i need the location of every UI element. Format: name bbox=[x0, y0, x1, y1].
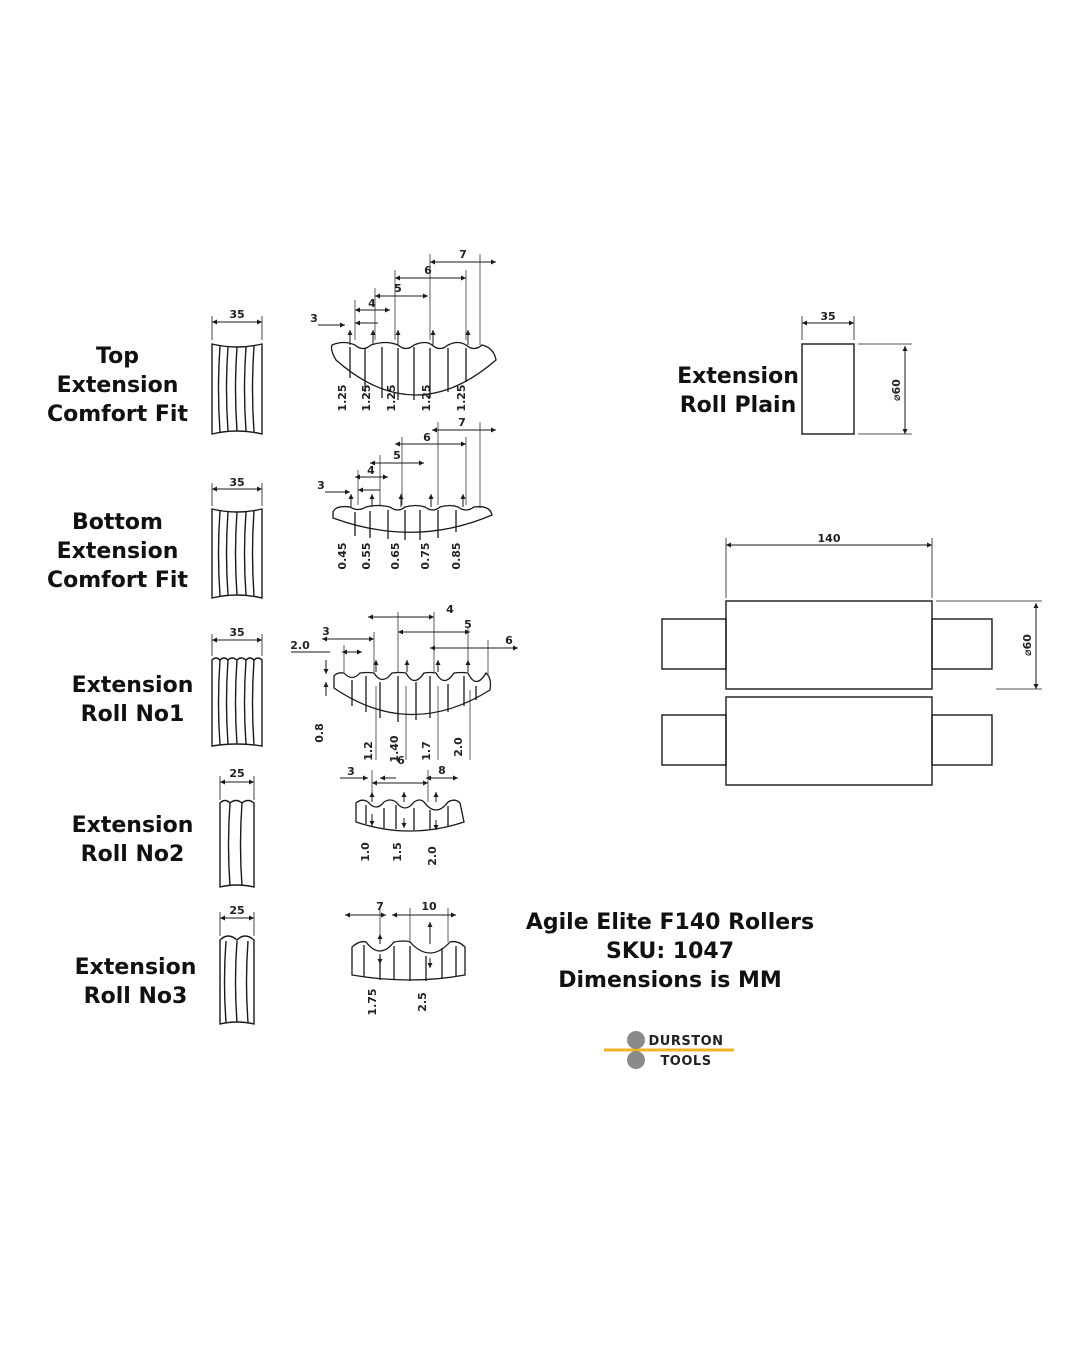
label-line: Comfort Fit bbox=[47, 568, 188, 593]
label-line: Roll No3 bbox=[83, 984, 188, 1009]
bottom-depth-dim: 0.45 bbox=[336, 542, 349, 569]
top-depth-dim: 1.25 bbox=[420, 384, 433, 411]
no2-roll-side-view bbox=[219, 776, 255, 888]
label-line: Extension bbox=[71, 813, 194, 838]
no3-width-dim: 25 bbox=[229, 904, 244, 917]
top-roll-side-view bbox=[211, 316, 263, 435]
label-line: Extension bbox=[74, 955, 197, 980]
no1-depth-dim: 1.2 bbox=[362, 741, 375, 761]
logo-line1: DURSTON bbox=[648, 1034, 723, 1049]
label-line: Comfort Fit bbox=[47, 402, 188, 427]
no3-roll-side-view bbox=[219, 912, 255, 1025]
logo-line2: TOOLS bbox=[660, 1054, 711, 1069]
label-extension-roll-no2: Extension Roll No2 bbox=[60, 811, 205, 869]
top-depth-dim: 1.25 bbox=[360, 384, 373, 411]
no1-h-dim: 6 bbox=[505, 634, 513, 647]
label-line: Bottom bbox=[72, 510, 163, 535]
bottom-depth-dim: 0.65 bbox=[389, 542, 402, 569]
label-line: Extension bbox=[56, 539, 179, 564]
bottom-profile-section bbox=[325, 422, 496, 540]
label-extension-roll-plain: Extension Roll Plain bbox=[668, 362, 808, 420]
label-line: Roll Plain bbox=[679, 393, 797, 418]
bottom-h-dim: 7 bbox=[458, 416, 466, 429]
no1-h-dim: 5 bbox=[464, 618, 472, 631]
no3-depth-dim: 1.75 bbox=[366, 988, 379, 1015]
no1-roll-side-view bbox=[211, 634, 263, 747]
no2-h-dim: 3 bbox=[347, 765, 355, 778]
product-units: Dimensions is MM bbox=[558, 968, 782, 993]
top-profile-section bbox=[318, 254, 497, 400]
top-depth-dim: 1.25 bbox=[385, 384, 398, 411]
label-extension-roll-no3: Extension Roll No3 bbox=[63, 953, 208, 1011]
label-line: Extension bbox=[677, 364, 799, 389]
bottom-depth-dim: 0.85 bbox=[450, 542, 463, 569]
top-h-dim: 6 bbox=[424, 264, 432, 277]
bottom-depth-dim: 0.75 bbox=[419, 542, 432, 569]
top-h-dim: 3 bbox=[310, 312, 318, 325]
top-h-dim: 7 bbox=[459, 248, 467, 261]
product-sku: SKU: 1047 bbox=[605, 939, 735, 964]
label-line: Roll No2 bbox=[80, 842, 185, 867]
durston-tools-logo: DURSTON TOOLS bbox=[604, 1031, 734, 1069]
plain-diameter-dim: ⌀60 bbox=[890, 379, 903, 401]
bottom-h-dim: 4 bbox=[367, 464, 375, 477]
top-h-dim: 5 bbox=[394, 282, 402, 295]
top-depth-dim: 1.25 bbox=[336, 384, 349, 411]
no1-h-dim: 2.0 bbox=[290, 639, 310, 652]
plain-roll-view bbox=[801, 316, 912, 435]
product-name: Agile Elite F140 Rollers bbox=[525, 910, 815, 935]
label-top-extension-comfort-fit: Top Extension Comfort Fit bbox=[40, 342, 195, 429]
roller-assembly-view bbox=[661, 538, 1042, 786]
label-line: Top bbox=[96, 344, 139, 369]
label-line: Roll No1 bbox=[80, 702, 185, 727]
top-width-dim: 35 bbox=[229, 308, 244, 321]
no1-depth-dim: 1.40 bbox=[388, 735, 401, 762]
assembly-length-dim: 140 bbox=[818, 532, 841, 545]
bottom-depth-dim: 0.55 bbox=[360, 542, 373, 569]
assembly-diameter-dim: ⌀60 bbox=[1021, 634, 1034, 656]
label-line: Extension bbox=[56, 373, 179, 398]
bottom-width-dim: 35 bbox=[229, 476, 244, 489]
plain-width-dim: 35 bbox=[820, 310, 835, 323]
no1-width-dim: 35 bbox=[229, 626, 244, 639]
no3-profile-section bbox=[345, 908, 466, 981]
no2-depth-dim: 1.5 bbox=[391, 842, 404, 862]
no2-profile-section bbox=[340, 770, 465, 832]
bottom-h-dim: 5 bbox=[393, 449, 401, 462]
label-bottom-extension-comfort-fit: Bottom Extension Comfort Fit bbox=[40, 508, 195, 595]
no1-depth-dim: 1.7 bbox=[420, 741, 433, 761]
no2-h-dim: 6 bbox=[397, 754, 405, 767]
no3-h-dim: 10 bbox=[421, 900, 437, 913]
label-line: Extension bbox=[71, 673, 194, 698]
no3-depth-dim: 2.5 bbox=[416, 992, 429, 1012]
no1-depth-dim: 2.0 bbox=[452, 737, 465, 757]
no2-depth-dim: 2.0 bbox=[426, 846, 439, 866]
bottom-h-dim: 6 bbox=[423, 431, 431, 444]
bottom-h-dim: 3 bbox=[317, 479, 325, 492]
label-extension-roll-no1: Extension Roll No1 bbox=[60, 671, 205, 729]
no1-h-dim: 4 bbox=[446, 603, 454, 616]
product-info: Agile Elite F140 Rollers SKU: 1047 Dimen… bbox=[520, 908, 820, 995]
top-h-dim: 4 bbox=[368, 297, 376, 310]
bottom-roll-side-view bbox=[211, 483, 263, 599]
no2-width-dim: 25 bbox=[229, 767, 244, 780]
no2-h-dim: 8 bbox=[438, 764, 446, 777]
no1-depth-dim: 0.8 bbox=[313, 723, 326, 743]
top-depth-dim: 1.25 bbox=[455, 384, 468, 411]
no1-profile-section bbox=[291, 612, 518, 760]
no1-h-dim: 3 bbox=[322, 625, 330, 638]
no3-h-dim: 7 bbox=[376, 900, 384, 913]
no2-depth-dim: 1.0 bbox=[359, 842, 372, 862]
